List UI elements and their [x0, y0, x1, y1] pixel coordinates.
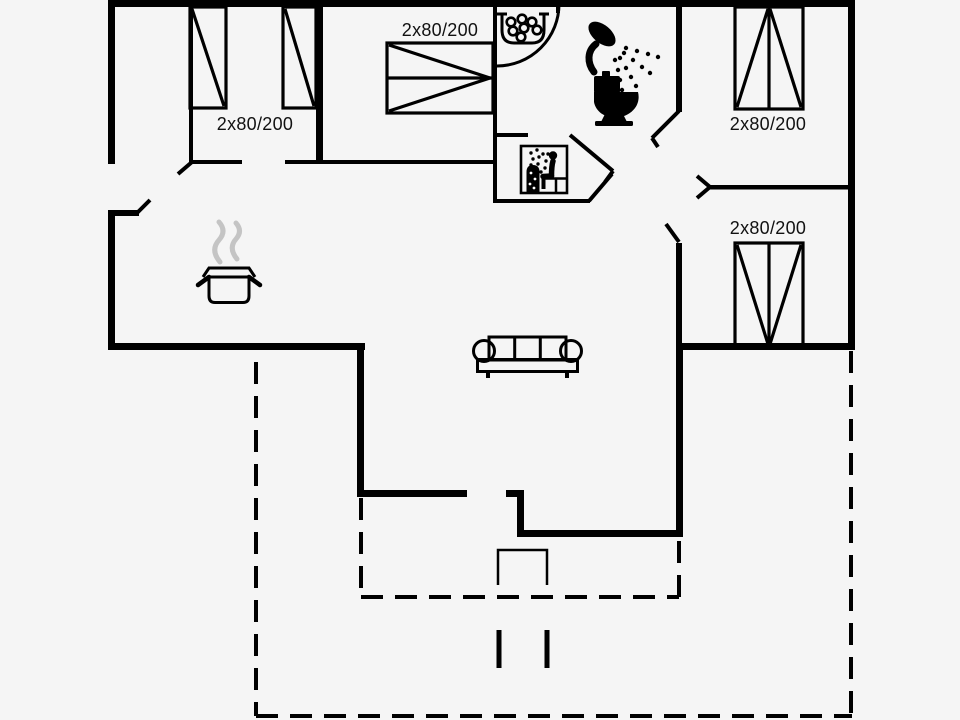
bed-symbol-single-left — [188, 5, 228, 110]
steaming-pot-icon — [195, 219, 263, 304]
interior-walls — [189, 0, 848, 343]
washbasin-icon — [497, 12, 549, 45]
bed-size-label-3: 2x80/200 — [730, 114, 806, 134]
bed-size-label-1: 2x80/200 — [217, 114, 293, 134]
steam-icon — [229, 220, 242, 262]
terrace-dashed-outline — [254, 351, 853, 718]
bed-size-label-2: 2x80/200 — [402, 20, 478, 40]
bed-size-label-4: 2x80/200 — [730, 218, 806, 238]
door-jamb-ticks — [135, 109, 712, 244]
bed-symbol-double-mid-right — [733, 241, 805, 348]
sauna-icon — [519, 144, 569, 195]
toilet-icon — [594, 71, 639, 126]
terrace-steps — [496, 630, 550, 668]
bed-symbol-double-top-right — [733, 5, 805, 111]
bed-symbol-double-middle — [385, 41, 495, 115]
bed-symbol-single-right — [281, 5, 318, 110]
entrance-mat — [496, 548, 549, 585]
door-swing-arc — [496, 3, 561, 68]
steam-icon — [212, 219, 226, 265]
sofa-icon — [472, 335, 583, 378]
